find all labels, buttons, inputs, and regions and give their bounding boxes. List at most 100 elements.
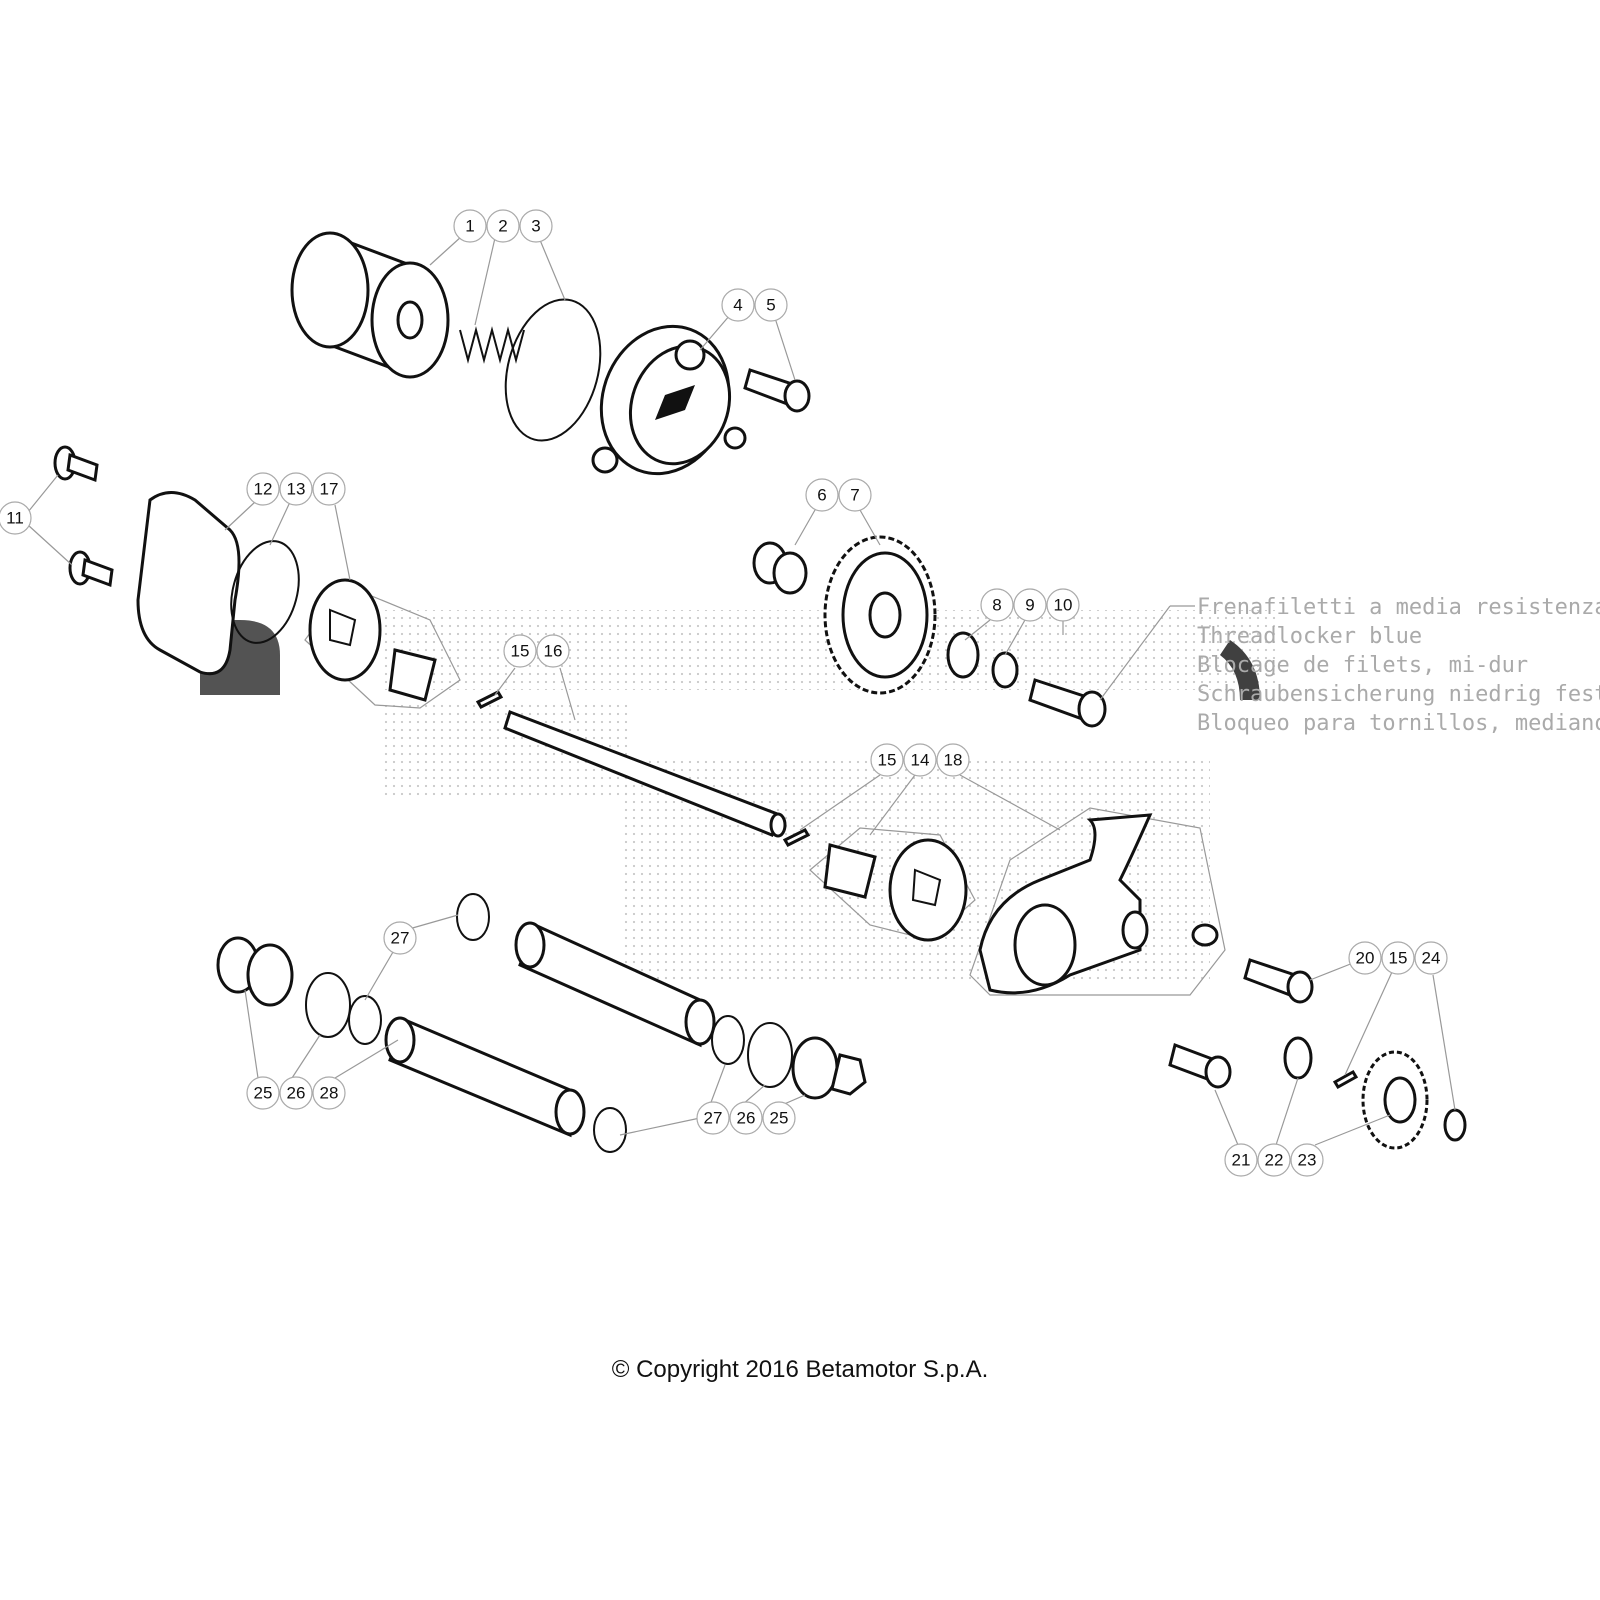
svg-text:25: 25 <box>254 1084 273 1103</box>
screw[interactable] <box>1028 678 1107 728</box>
callout-21[interactable]: 21 <box>1224 1143 1258 1177</box>
callout-27[interactable]: 27 <box>696 1101 730 1135</box>
o-ring[interactable] <box>711 1015 745 1065</box>
circlip[interactable] <box>1443 1108 1467 1142</box>
callout-16[interactable]: 16 <box>536 634 570 668</box>
svg-text:16: 16 <box>544 642 563 661</box>
oil-screen[interactable] <box>514 921 716 1048</box>
screw[interactable] <box>1243 958 1314 1004</box>
callout-6[interactable]: 6 <box>805 478 839 512</box>
callout-25[interactable]: 25 <box>246 1076 280 1110</box>
callout-27[interactable]: 27 <box>383 921 417 955</box>
callout-7[interactable]: 7 <box>838 478 872 512</box>
plug[interactable] <box>1191 923 1219 947</box>
svg-text:24: 24 <box>1422 949 1441 968</box>
callout-15[interactable]: 15 <box>503 634 537 668</box>
svg-text:22: 22 <box>1265 1151 1284 1170</box>
callout-24[interactable]: 24 <box>1414 941 1448 975</box>
washer[interactable] <box>1283 1036 1313 1080</box>
callout-12[interactable]: 12 <box>246 472 280 506</box>
callout-5[interactable]: 5 <box>754 288 788 322</box>
oil-filter[interactable] <box>290 231 450 379</box>
note-line: Blocage de filets, mi-dur <box>1197 653 1528 678</box>
svg-text:11: 11 <box>6 509 24 528</box>
bushing[interactable] <box>752 541 808 595</box>
o-ring[interactable] <box>348 995 382 1045</box>
callout-4[interactable]: 4 <box>721 288 755 322</box>
note-line: Bloqueo para tornillos, mediano <box>1197 711 1600 736</box>
pump-shaft[interactable] <box>503 710 787 838</box>
svg-text:6: 6 <box>817 486 826 505</box>
callout-15[interactable]: 15 <box>1381 941 1415 975</box>
svg-text:25: 25 <box>770 1109 789 1128</box>
screw[interactable] <box>53 445 114 588</box>
callout-26[interactable]: 26 <box>279 1076 313 1110</box>
screw[interactable] <box>1168 1043 1232 1089</box>
callout-3[interactable]: 3 <box>519 209 553 243</box>
svg-text:23: 23 <box>1298 1151 1317 1170</box>
callout-14[interactable]: 14 <box>903 743 937 777</box>
svg-text:21: 21 <box>1232 1151 1251 1170</box>
callout-13[interactable]: 13 <box>279 472 313 506</box>
callout-9[interactable]: 9 <box>1013 588 1047 622</box>
callout-2[interactable]: 2 <box>486 209 520 243</box>
svg-text:2: 2 <box>498 217 507 236</box>
callout-20[interactable]: 20 <box>1348 941 1382 975</box>
svg-text:15: 15 <box>878 751 897 770</box>
bolt[interactable] <box>743 368 811 413</box>
o-ring[interactable] <box>593 1107 627 1153</box>
cover-plate[interactable] <box>136 491 241 676</box>
pump-gear[interactable] <box>823 535 937 695</box>
svg-text:17: 17 <box>320 480 339 499</box>
callout-25[interactable]: 25 <box>762 1101 796 1135</box>
svg-text:15: 15 <box>1389 949 1408 968</box>
svg-text:27: 27 <box>704 1109 723 1128</box>
callout-1[interactable]: 1 <box>453 209 487 243</box>
pump-sprocket[interactable] <box>1361 1050 1429 1150</box>
note-line: Schraubensicherung niedrig fest <box>1197 682 1600 707</box>
svg-text:28: 28 <box>320 1084 339 1103</box>
note-line: Threadlocker blue <box>1197 624 1422 649</box>
pump-rotor[interactable] <box>304 578 461 709</box>
plug-cap[interactable] <box>216 936 294 1007</box>
svg-text:1: 1 <box>465 217 474 236</box>
svg-text:10: 10 <box>1054 596 1073 615</box>
filter-cover[interactable] <box>581 308 749 491</box>
pin[interactable] <box>782 828 811 847</box>
pin[interactable] <box>1332 1069 1359 1090</box>
callout-17[interactable]: 17 <box>312 472 346 506</box>
callout-22[interactable]: 22 <box>1257 1143 1291 1177</box>
callout-28[interactable]: 28 <box>312 1076 346 1110</box>
callout-15[interactable]: 15 <box>870 743 904 777</box>
callout-10[interactable]: 10 <box>1046 588 1080 622</box>
oil-screen[interactable] <box>384 1016 586 1138</box>
callouts: 1 2 3 4 5 6 7 8 9 10 11 12 13 17 15 16 1… <box>0 209 1448 1177</box>
o-ring[interactable] <box>221 533 310 650</box>
o-ring[interactable] <box>747 1022 793 1088</box>
pump-rotor[interactable] <box>809 827 976 942</box>
callout-26[interactable]: 26 <box>729 1101 763 1135</box>
callout-18[interactable]: 18 <box>936 743 970 777</box>
callout-23[interactable]: 23 <box>1290 1143 1324 1177</box>
washer[interactable] <box>946 631 980 679</box>
svg-text:27: 27 <box>391 929 410 948</box>
note-line: Frenafiletti a media resistenza <box>1197 595 1600 620</box>
o-ring[interactable] <box>456 893 490 941</box>
spring[interactable] <box>459 326 525 364</box>
svg-text:13: 13 <box>287 480 306 499</box>
callout-8[interactable]: 8 <box>980 588 1014 622</box>
svg-text:14: 14 <box>911 751 930 770</box>
seal-ring[interactable] <box>991 651 1019 689</box>
pin[interactable] <box>475 690 504 709</box>
svg-text:26: 26 <box>287 1084 306 1103</box>
copyright-text: © Copyright 2016 Betamotor S.p.A. <box>611 1356 989 1383</box>
o-ring[interactable] <box>491 289 615 451</box>
pump-body[interactable] <box>969 807 1226 996</box>
plug-cap[interactable] <box>791 1036 867 1100</box>
svg-text:20: 20 <box>1356 949 1375 968</box>
svg-text:9: 9 <box>1025 596 1034 615</box>
svg-text:26: 26 <box>737 1109 756 1128</box>
callout-11[interactable]: 11 <box>0 501 32 535</box>
o-ring[interactable] <box>305 972 351 1038</box>
